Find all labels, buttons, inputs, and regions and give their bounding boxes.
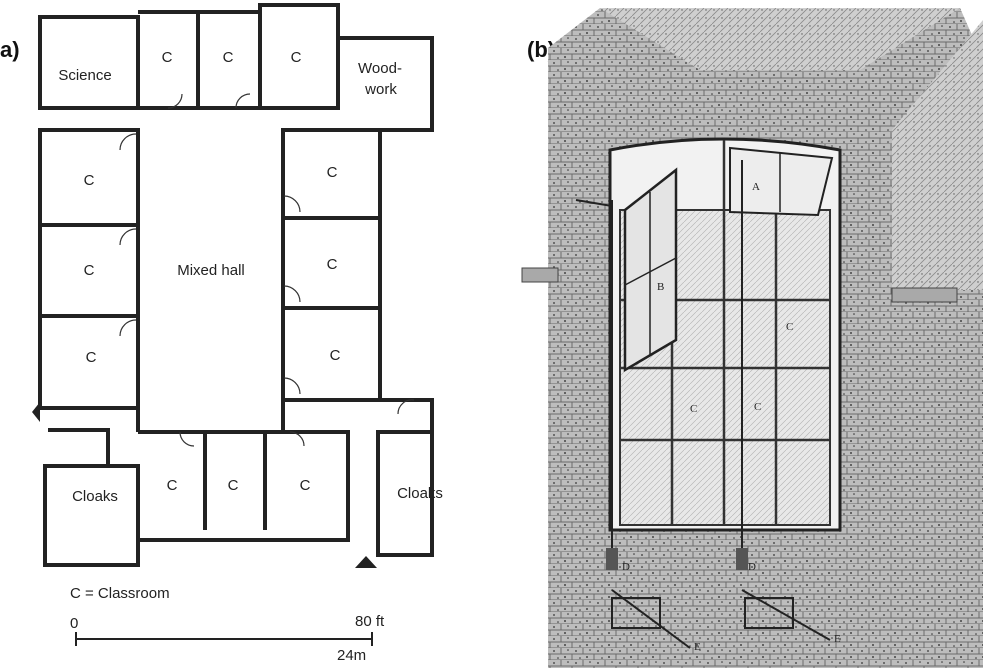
science-room-wall — [38, 15, 140, 110]
bottom-partitions — [203, 432, 267, 530]
room-label-top-c2: C — [223, 49, 234, 66]
room-label-left-c2: C — [84, 262, 95, 279]
gear-box-left — [606, 548, 618, 570]
scale-end-ft-label: 80 ft — [355, 613, 385, 630]
callout-A: A — [752, 181, 760, 193]
left-wing-partitions — [40, 223, 138, 318]
callout-C3: C — [754, 401, 761, 413]
room-label-cloaks-right: Cloaks — [397, 485, 443, 502]
room-label-top-c3: C — [291, 49, 302, 66]
casement-bars — [624, 192, 677, 355]
window-drawing-panel: (b) A — [521, 8, 983, 668]
room-label-science: Science — [58, 67, 111, 84]
entrance-left-wall — [48, 428, 110, 466]
scale-bar: 0 80 ft 24m — [70, 613, 385, 664]
scale-start-label: 0 — [70, 615, 78, 632]
pier-cornice — [891, 287, 958, 303]
room-label-left-c1: C — [84, 172, 95, 189]
scale-end-m-label: 24m — [337, 647, 366, 664]
room-label-woodwork-2: work — [364, 81, 397, 98]
room-label-cloaks-left: Cloaks — [72, 488, 118, 505]
room-label-bottom-c1: C — [167, 477, 178, 494]
room-label-bottom-c3: C — [300, 477, 311, 494]
bottom-classroom-walls — [138, 430, 350, 542]
right-corridor-wall — [380, 398, 434, 555]
entrance-marker-left — [32, 402, 40, 422]
room-label-mixed-hall: Mixed hall — [177, 262, 245, 279]
legend-classroom: C = Classroom — [70, 585, 170, 602]
floor-plan-walls — [38, 3, 434, 567]
floor-plan-panel: a) — [0, 3, 443, 664]
room-label-top-c1: C — [162, 49, 173, 66]
winding-gear-left — [611, 597, 661, 629]
vault-soffit — [600, 8, 960, 70]
room-label-right-c3: C — [330, 347, 341, 364]
top-hopper-light — [729, 146, 834, 217]
door-swings — [119, 93, 415, 447]
panel-a-label: a) — [0, 37, 20, 62]
right-wing-partitions — [283, 216, 380, 310]
hall-connector-walls — [136, 400, 285, 432]
callout-E1: E — [694, 641, 701, 653]
callout-B: B — [657, 281, 664, 293]
woodwork-room-wall — [338, 36, 434, 132]
callout-C1: C — [786, 321, 793, 333]
room-label-left-c3: C — [86, 349, 97, 366]
callout-C2: C — [690, 403, 697, 415]
room-label-bottom-c2: C — [228, 477, 239, 494]
winding-gear-right — [744, 597, 794, 629]
callout-D1: D — [622, 561, 630, 573]
room-label-woodwork-1: Wood- — [358, 60, 402, 77]
room-label-right-c2: C — [327, 256, 338, 273]
room-label-right-c1: C — [327, 164, 338, 181]
cloaks-right-wall — [376, 430, 434, 557]
room-labels: Science C C C Wood- work C C C Mixed hal… — [58, 49, 443, 505]
window-callouts: A B C C C D D E E — [622, 181, 841, 653]
left-cornice — [521, 267, 559, 283]
entrance-marker-bottom — [355, 556, 377, 568]
side-pier — [892, 20, 983, 290]
cloaks-left-wall — [43, 464, 140, 567]
callout-E2: E — [834, 633, 841, 645]
top-classroom-3-wall — [258, 3, 340, 110]
callout-D2: D — [748, 561, 756, 573]
gear-box-right — [736, 548, 748, 570]
